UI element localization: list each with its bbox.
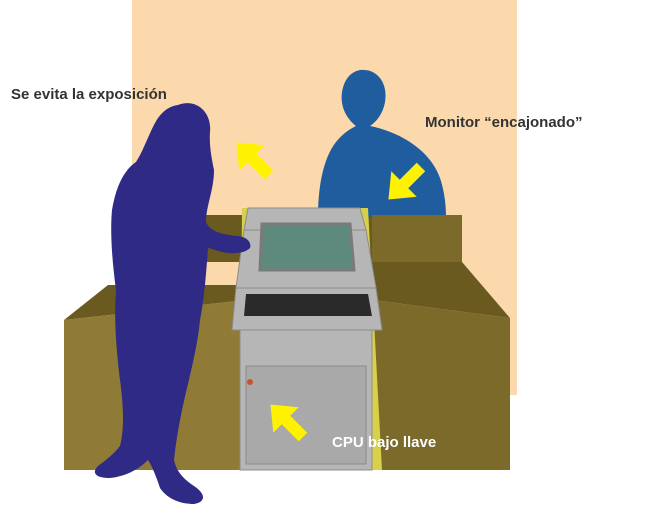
desk-back-right: [372, 215, 462, 262]
lock-indicator-icon: [247, 379, 253, 385]
label-exposure-avoided: Se evita la exposición: [11, 86, 167, 103]
desk-right-front: [372, 300, 510, 470]
cpu-door: [245, 365, 367, 465]
arrow-down-left-icon: [388, 162, 426, 200]
arrow-up-left-icon: [270, 404, 308, 442]
desk-right-top: [372, 262, 510, 318]
user-silhouette: [94, 103, 251, 504]
monitor-screen: [258, 222, 356, 272]
label-cpu-locked: CPU bajo llave: [332, 434, 437, 451]
arrow-up-right-icon: [236, 142, 274, 180]
label-boxed-monitor: Monitor “encajonado”: [425, 114, 583, 131]
keyboard: [244, 294, 372, 316]
kiosk: [231, 207, 383, 471]
